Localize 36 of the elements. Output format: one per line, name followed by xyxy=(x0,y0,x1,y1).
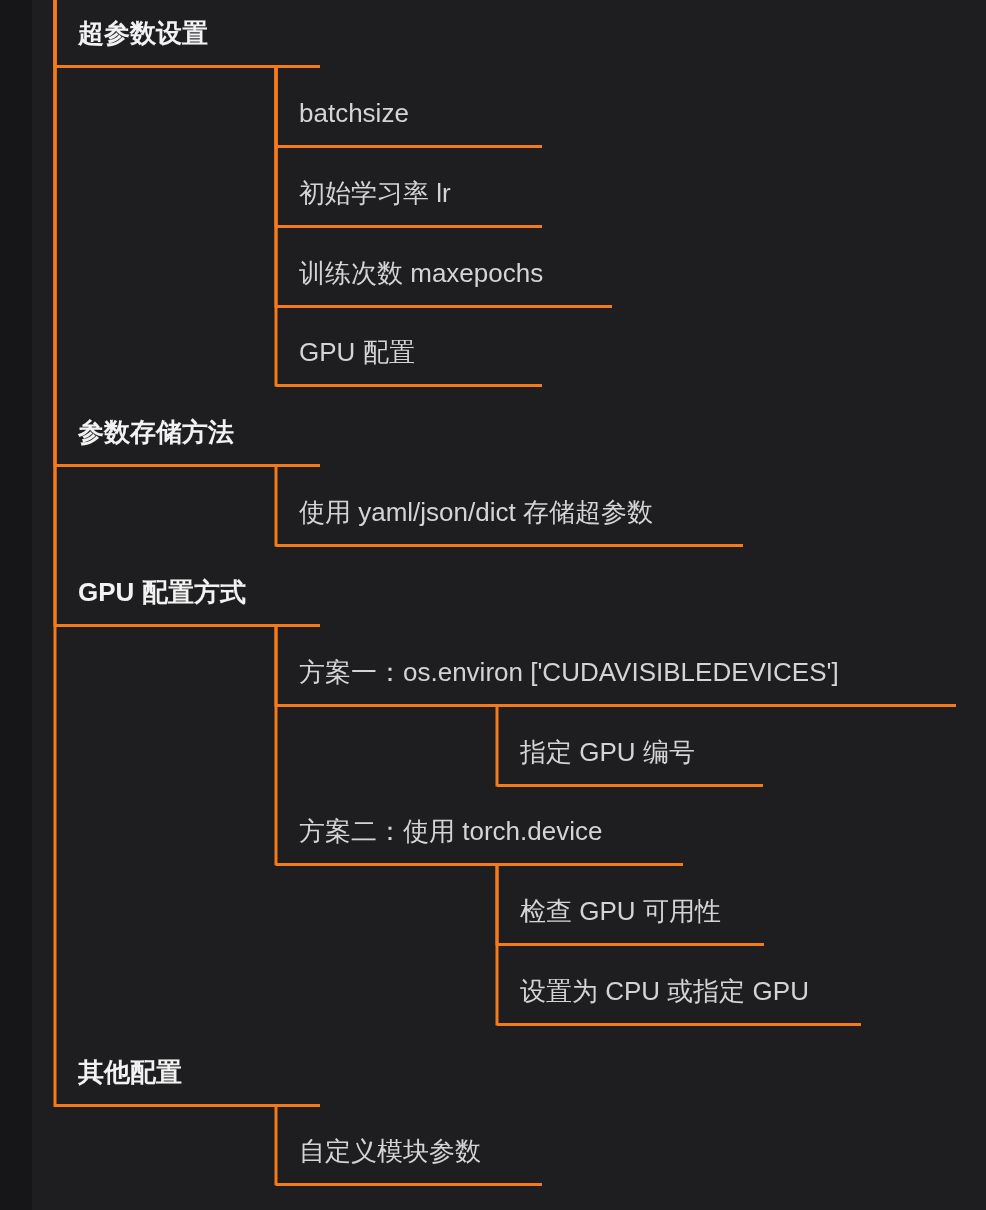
node-label: 指定 GPU 编号 xyxy=(520,737,695,767)
node-label: 自定义模块参数 xyxy=(299,1136,481,1166)
connector-line xyxy=(274,1106,278,1186)
branch-node xyxy=(57,18,320,68)
node-label: GPU 配置方式 xyxy=(78,577,246,607)
leaf-node xyxy=(276,497,743,547)
leaf-node xyxy=(497,896,764,946)
connector-line xyxy=(495,865,499,1026)
node-label: 检查 GPU 可用性 xyxy=(520,896,721,926)
node-label: 设置为 CPU 或指定 GPU xyxy=(520,976,809,1006)
leaf-node xyxy=(497,737,763,787)
node-label: batchsize xyxy=(299,98,409,128)
leaf-node xyxy=(276,657,956,707)
branch-node xyxy=(57,577,320,627)
node-label: 超参数设置 xyxy=(78,18,208,48)
connector-line xyxy=(495,706,499,787)
node-label: 训练次数 maxepochs xyxy=(299,258,544,288)
leaf-node xyxy=(497,976,861,1026)
leaf-node xyxy=(276,1136,542,1186)
connector-line xyxy=(274,67,278,387)
branch-node xyxy=(57,417,320,467)
node-label: 使用 yaml/json/dict 存储超参数 xyxy=(299,497,653,527)
node-label: 初始学习率 lr xyxy=(299,178,451,208)
leaf-node xyxy=(276,816,683,866)
connector-line xyxy=(274,466,278,547)
node-label: 方案二：使用 torch.device xyxy=(299,816,603,846)
node-label: 其他配置 xyxy=(78,1057,182,1087)
node-label: 方案一：os.environ ['CUDAVISIBLEDEVICES'] xyxy=(299,657,839,687)
leaf-node xyxy=(276,178,542,228)
connector-line xyxy=(53,0,59,1107)
leaf-node xyxy=(276,337,542,387)
node-label: 参数存储方法 xyxy=(78,417,234,447)
branch-node xyxy=(57,1057,320,1107)
leaf-node xyxy=(276,258,612,308)
connector-line xyxy=(274,626,278,866)
node-label: GPU 配置 xyxy=(299,337,415,367)
